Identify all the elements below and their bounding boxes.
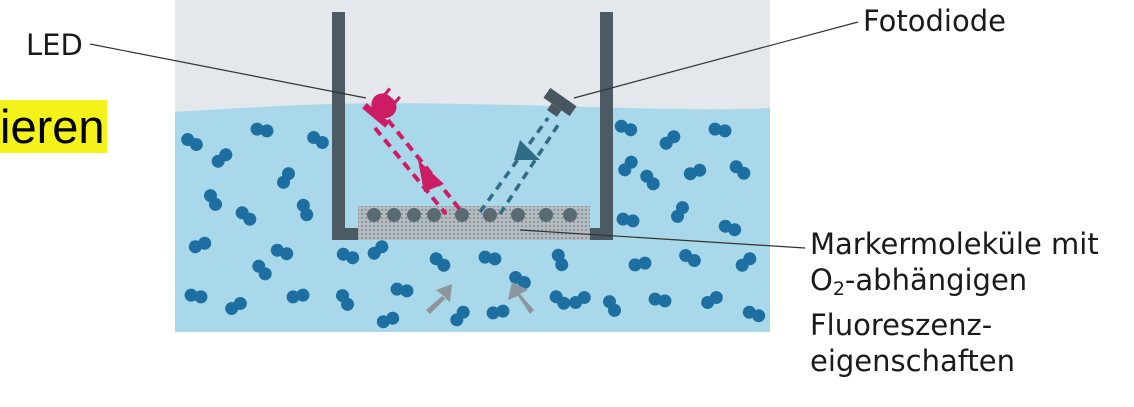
molecule	[225, 297, 247, 315]
photodiode-beam	[478, 116, 562, 215]
molecule	[336, 247, 360, 265]
air-region	[175, 0, 770, 112]
marker-label-line-2-rest: -abhängigen	[844, 263, 1028, 297]
molecule	[184, 288, 208, 304]
marker-leader-line	[519, 229, 806, 249]
led-icon	[362, 87, 401, 128]
molecule	[708, 122, 732, 138]
marker-label-line-2: O2-abhängigen	[810, 262, 1099, 307]
oxygen-symbol: O	[810, 263, 833, 297]
marker-label-line-4: eigenschaften	[810, 344, 1016, 378]
molecule	[390, 282, 414, 298]
diffusion-arrow-left	[426, 284, 452, 314]
molecule	[729, 160, 751, 180]
oxygen-subscript: 2	[832, 278, 845, 300]
molecule	[509, 271, 531, 289]
molecule	[683, 163, 707, 181]
heading-highlight: ieren	[0, 100, 107, 153]
molecule	[701, 291, 723, 309]
molecule	[296, 198, 314, 222]
molecule	[628, 256, 652, 272]
molecule	[549, 290, 571, 310]
molecule	[659, 130, 681, 150]
molecule	[569, 291, 591, 309]
molecule	[718, 219, 742, 237]
vessel-right-wall	[600, 12, 613, 240]
molecule	[648, 292, 672, 308]
molecule	[603, 295, 621, 317]
marker-molecule-dot	[367, 208, 381, 222]
vessel-bottom-right	[588, 228, 613, 240]
molecule	[679, 249, 701, 267]
marker-molecules-label: Markermoleküle mit O2-abhängigen Fluores…	[810, 226, 1099, 379]
molecule	[614, 119, 638, 137]
molecule	[235, 206, 257, 226]
marker-molecule-dot	[539, 208, 553, 222]
molecule	[618, 155, 638, 177]
marker-label-line-1: Markermoleküle mit	[810, 227, 1099, 261]
molecule	[277, 167, 295, 189]
molecule	[478, 250, 502, 266]
led-beam-arrow	[418, 160, 444, 192]
led-beam	[373, 118, 464, 216]
marker-molecule-dot	[563, 208, 577, 222]
photodiode-beam-arrow	[514, 140, 540, 160]
molecule	[551, 248, 569, 272]
molecule	[486, 304, 510, 320]
molecule	[307, 131, 329, 149]
molecule	[188, 236, 212, 254]
photodiode-leader-line	[573, 21, 859, 99]
vessel-bottom-left	[332, 228, 360, 240]
heading-fragment: ieren	[0, 99, 107, 154]
molecule	[252, 259, 272, 281]
marker-molecule-dot	[427, 208, 441, 222]
led-leader-line	[89, 43, 367, 99]
molecule	[742, 305, 766, 323]
marker-molecule-dot	[483, 208, 497, 222]
photodiode-label: Fotodiode	[863, 4, 1006, 38]
marker-molecules	[367, 208, 577, 222]
molecule	[211, 148, 233, 168]
molecule	[640, 169, 660, 191]
molecule	[429, 252, 451, 272]
molecule	[204, 189, 222, 211]
molecule	[270, 243, 294, 261]
molecule	[671, 201, 689, 223]
molecule	[367, 240, 389, 260]
molecule	[616, 212, 640, 228]
diffusion-arrow-right	[508, 282, 534, 314]
molecule	[735, 252, 757, 272]
marker-molecule-dot	[407, 208, 421, 222]
marker-label-line-3: Fluoreszenz-	[810, 308, 993, 342]
molecule	[286, 288, 310, 304]
marker-molecule-dot	[455, 208, 469, 222]
molecule	[450, 305, 470, 327]
molecule	[376, 311, 400, 329]
photodiode-icon	[543, 87, 577, 117]
molecule	[250, 122, 274, 138]
molecule	[336, 289, 354, 311]
molecule	[181, 133, 203, 151]
marker-molecule-dot	[387, 208, 401, 222]
led-label: LED	[26, 28, 83, 62]
marker-molecule-dot	[511, 208, 525, 222]
vessel-left-wall	[332, 12, 345, 240]
